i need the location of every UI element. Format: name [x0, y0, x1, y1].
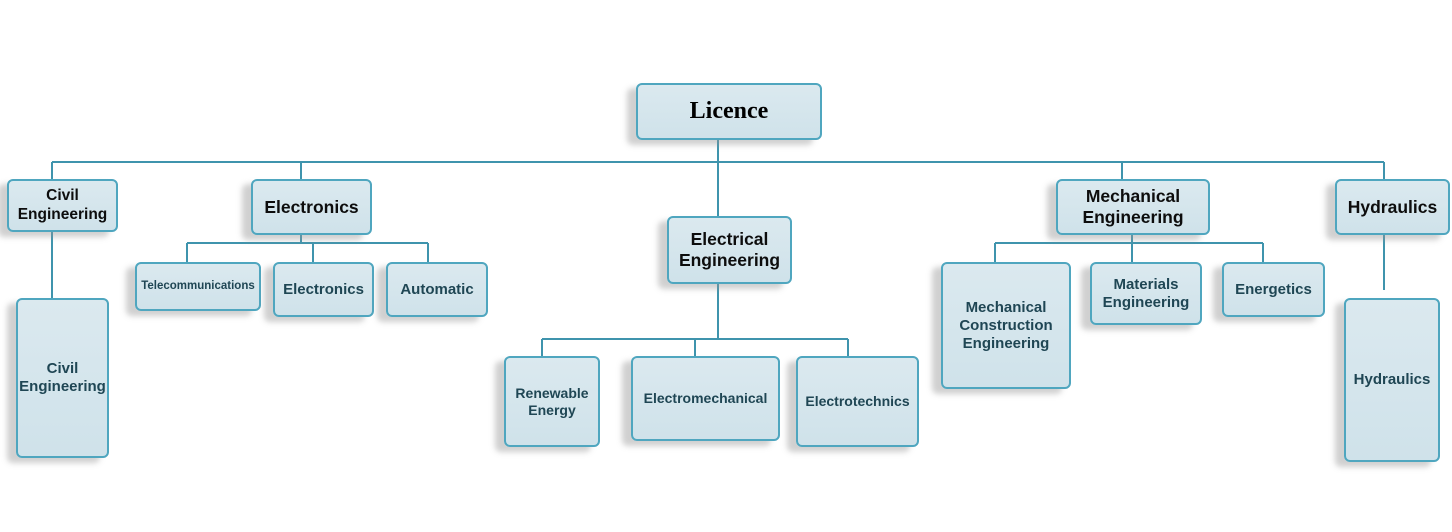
leaf-label: Materials Engineering	[1102, 275, 1190, 311]
leaf-energetics: Energetics	[1222, 262, 1325, 317]
leaf-label: Renewable Energy	[515, 384, 589, 418]
branch-electronics: Electronics	[251, 179, 372, 235]
leaf-materials-engineering: Materials Engineering	[1090, 262, 1202, 325]
leaf-label: Mechanical Construction Engineering	[959, 298, 1053, 352]
branch-title: Civil Engineering	[17, 186, 108, 223]
branch-civil-engineering: Civil Engineering	[7, 179, 118, 232]
branch-electrical-engineering: Electrical Engineering	[667, 216, 792, 284]
branch-title: Mechanical Engineering	[1082, 186, 1184, 227]
leaf-electromechanical: Electromechanical	[631, 356, 780, 441]
leaf-electrotechnics: Electrotechnics	[796, 356, 919, 447]
leaf-label: Electromechanical	[643, 390, 768, 407]
leaf-telecommunications: Telecommunications	[135, 262, 261, 311]
branch-title: Hydraulics	[1347, 196, 1438, 217]
leaf-renewable-energy: Renewable Energy	[504, 356, 600, 447]
branch-title: Electronics	[264, 196, 359, 217]
leaf-label: Hydraulics	[1353, 371, 1431, 388]
leaf-label: Electrotechnics	[805, 393, 910, 410]
leaf-civil-engineering: Civil Engineering	[16, 298, 109, 458]
root-node-licence: Licence	[636, 83, 822, 140]
leaf-automatic: Automatic	[386, 262, 488, 317]
leaf-label: Civil Engineering	[19, 360, 106, 395]
leaf-electronics: Electronics	[273, 262, 374, 317]
branch-title: Electrical Engineering	[678, 229, 781, 270]
leaf-label: Energetics	[1235, 280, 1312, 298]
leaf-label: Automatic	[400, 280, 474, 298]
leaf-hydraulics: Hydraulics	[1344, 298, 1440, 462]
leaf-label: Telecommunications	[141, 279, 255, 292]
root-label: Licence	[689, 98, 769, 125]
branch-mechanical-engineering: Mechanical Engineering	[1056, 179, 1210, 235]
branch-hydraulics: Hydraulics	[1335, 179, 1450, 235]
leaf-label: Electronics	[283, 280, 364, 298]
leaf-mechanical-construction-engineering: Mechanical Construction Engineering	[941, 262, 1071, 389]
